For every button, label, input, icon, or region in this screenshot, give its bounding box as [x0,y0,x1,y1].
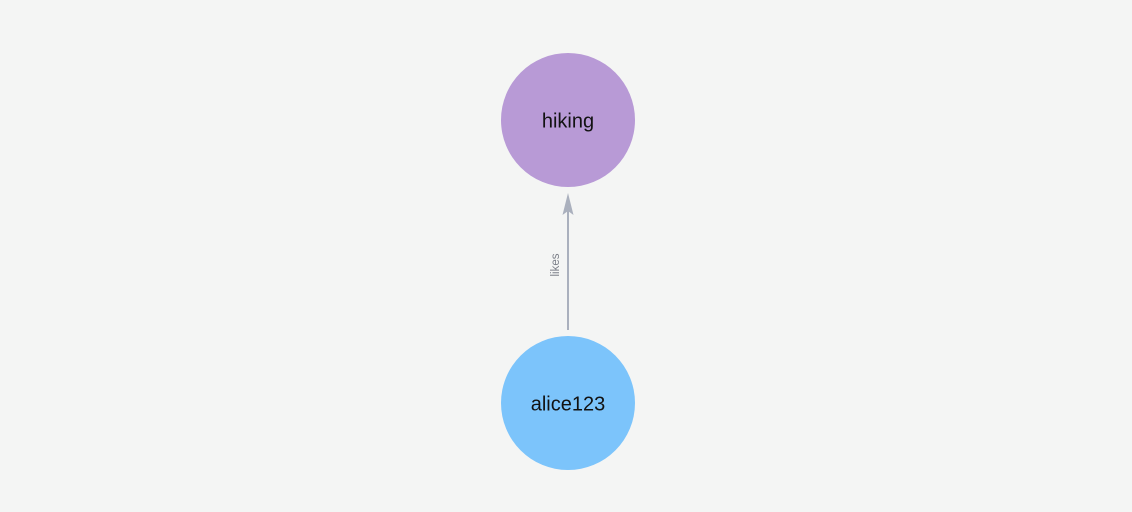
arrow-head-icon [562,193,574,215]
node-alice123-label: alice123 [531,393,606,415]
node-hiking-label: hiking [542,110,594,132]
node-alice123-circle [501,336,635,470]
edge-alice123-likes-hiking[interactable]: likes [550,193,574,330]
node-hiking[interactable]: hiking [501,53,635,187]
node-hiking-circle [501,53,635,187]
edge-label-likes: likes [550,253,562,276]
node-alice123[interactable]: alice123 [501,336,635,470]
